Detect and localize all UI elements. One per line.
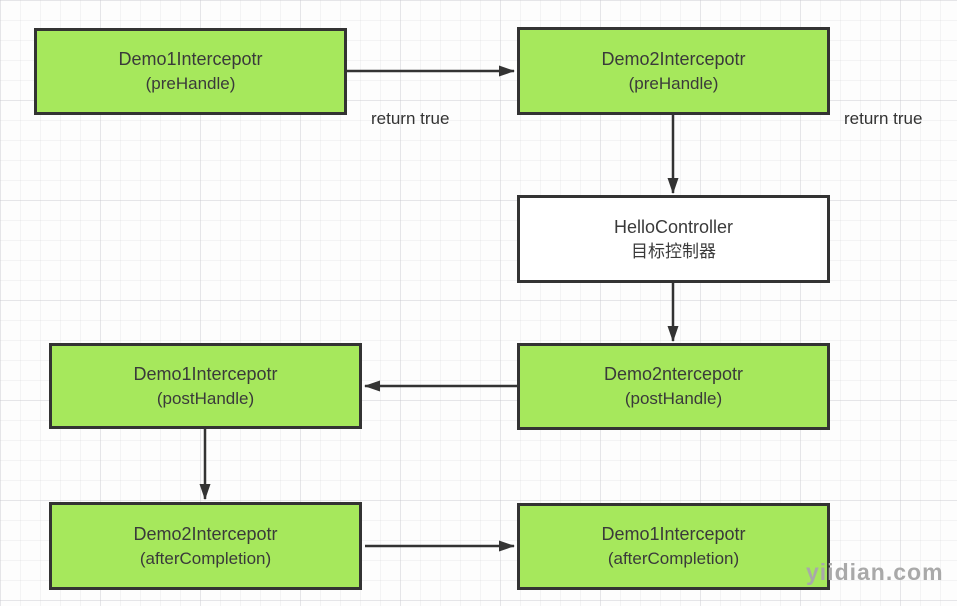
node-demo1-posthandle: Demo1Intercepotr (postHandle) [49, 343, 362, 429]
node-demo1-prehandle: Demo1Intercepotr (preHandle) [34, 28, 347, 115]
node-label: Demo1Intercepotr [133, 363, 278, 384]
node-label: Demo1Intercepotr [601, 524, 746, 544]
watermark-text: yiidian.com [806, 559, 944, 585]
node-demo2-posthandle: Demo2ntercepotr (postHandle) [517, 343, 830, 430]
node-label: HelloController [613, 216, 734, 237]
node-sublabel: (postHandle) [156, 388, 255, 408]
node-demo1-aftercompletion: Demo1Intercepotr (afterCompletion) [517, 503, 830, 590]
node-label: Demo2ntercepotr [603, 364, 744, 384]
node-sublabel: (afterCompletion) [139, 548, 272, 568]
edge-label-return-true-right: return true [844, 109, 923, 128]
node-label: Demo1Intercepotr [118, 49, 263, 69]
node-hello-controller: HelloController 目标控制器 [517, 195, 830, 283]
node-sublabel: (preHandle) [628, 73, 719, 93]
node-label: Demo2Intercepotr [133, 523, 278, 544]
node-sublabel: (preHandle) [145, 74, 236, 94]
node-demo2-prehandle: Demo2Intercepotr (preHandle) [517, 27, 830, 115]
node-sublabel: (postHandle) [624, 389, 723, 409]
edge-label-return-true-top: return true [371, 109, 450, 128]
node-demo2-aftercompletion: Demo2Intercepotr (afterCompletion) [49, 502, 362, 590]
node-sublabel: (afterCompletion) [607, 549, 740, 569]
node-sublabel: 目标控制器 [631, 241, 716, 261]
node-label: Demo2Intercepotr [601, 48, 746, 69]
